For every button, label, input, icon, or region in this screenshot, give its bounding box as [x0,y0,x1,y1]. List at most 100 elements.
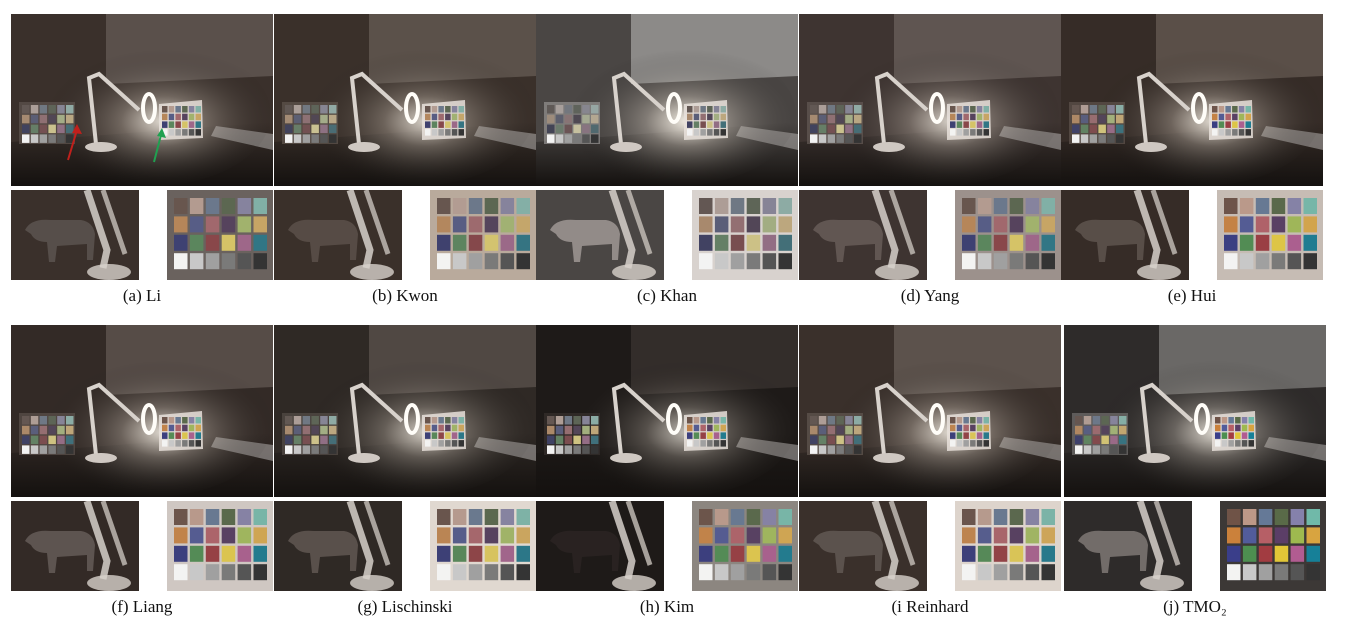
color-patch [175,432,181,439]
color-patch [445,424,451,432]
color-patch [564,435,573,445]
color-patch [1248,424,1254,432]
color-patch [1287,216,1302,233]
color-patch [573,114,581,124]
color-patch [699,234,713,251]
color-patch [451,121,458,128]
color-patch [693,432,700,439]
color-patch [237,253,252,270]
color-patch [174,253,188,270]
color-patch [699,527,713,544]
color-patch [1239,253,1254,270]
color-patch [993,564,1008,581]
color-patch [778,509,792,525]
color-patch [854,435,862,445]
color-patch [977,545,992,562]
color-patch [707,417,713,424]
color-patch [699,198,713,214]
chart-crop [430,190,536,280]
color-patch [516,234,530,251]
color-patch [329,425,337,435]
lamp-arm-crop [1133,190,1161,269]
color-patch [1306,509,1320,525]
lamp-ring [666,403,682,435]
color-patch [293,105,302,114]
color-patch [182,417,188,424]
color-patch [452,509,467,525]
color-patch [547,114,555,124]
color-patch [205,564,220,581]
color-patch [1083,435,1092,445]
color-patch [458,113,464,121]
color-patch [547,134,555,143]
color-patch [963,424,969,432]
chart-crop [167,190,273,280]
lamp-arm [611,71,666,145]
color-patch [547,435,555,445]
color-patch [1101,435,1109,445]
color-patch [174,234,188,251]
lamp-base-crop [612,264,656,280]
color-patch [730,509,745,525]
color-patch [205,216,220,233]
color-patch [1041,509,1055,525]
lamp-ring [404,92,420,124]
color-patch [1041,198,1055,214]
color-patch [438,440,444,447]
color-patch [221,527,236,544]
color-patch [573,105,581,114]
color-patch [547,416,555,425]
color-patch [1235,424,1241,432]
color-patch [48,435,56,445]
color-patch [714,509,729,525]
color-patch [573,124,581,134]
color-patch [976,424,983,432]
color-patch [431,129,438,136]
color-patch [1258,527,1273,544]
color-patch [188,432,195,439]
right-color-chart [425,417,464,447]
color-patch [57,105,65,114]
color-patch [237,527,252,544]
cow-figure [1078,530,1148,573]
color-patch [293,124,302,134]
color-patch [30,124,39,134]
color-patch [573,425,581,435]
color-patch [693,424,700,432]
color-patch [329,105,337,114]
color-patch [687,424,693,432]
color-patch [720,106,726,113]
color-patch [1241,424,1248,432]
color-patch [458,106,464,113]
color-patch [977,198,992,214]
color-patch [500,564,515,581]
color-patch [1080,114,1089,124]
color-patch [1110,416,1118,425]
color-patch [956,121,963,128]
color-patch [956,424,963,432]
color-patch [1119,425,1127,435]
scene-image [1061,14,1323,186]
color-patch [1248,417,1254,424]
color-patch [1238,113,1245,121]
color-patch [714,216,729,233]
color-patch [707,121,713,128]
color-patch [437,527,451,544]
color-patch [845,124,853,134]
color-patch [168,106,175,113]
color-patch [582,114,590,124]
color-patch [30,416,39,425]
color-patch [1025,198,1040,214]
color-patch [1245,113,1251,121]
color-patch [188,417,195,424]
color-patch [445,121,451,128]
right-color-chart [950,417,989,447]
color-patch [48,124,56,134]
color-patch [162,417,168,424]
color-patch [1080,134,1089,143]
lamp-base-crop [1140,575,1184,591]
color-patch [66,425,74,435]
color-patch [1116,124,1124,134]
scene-image [11,14,273,186]
color-patch [253,198,267,214]
